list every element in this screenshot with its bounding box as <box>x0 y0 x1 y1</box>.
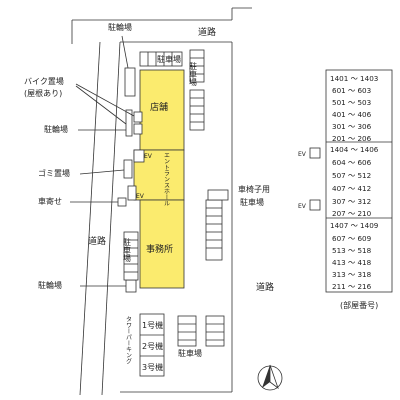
room-section-3-header: 1407 ～ 1409 <box>330 221 379 230</box>
drop-off-label: 車寄せ <box>38 196 62 206</box>
room-section-2-row-2: 507 ～ 512 <box>332 171 371 180</box>
room-section-1-row-2: 501 ～ 503 <box>332 98 371 107</box>
bike-storage-label: バイク置場 <box>24 76 64 86</box>
room-section-1-row-5: 201 ～ 206 <box>332 134 372 143</box>
ev-box-1 <box>133 149 145 163</box>
room-section-3-row-4: 313 ～ 318 <box>332 270 372 279</box>
bicycle-rack-mid <box>125 109 133 137</box>
wheelchair-label: 車椅子用 <box>238 184 270 194</box>
road-label-left: 道路 <box>88 235 106 247</box>
bicycle-top-label: 駐輪場 <box>108 22 132 32</box>
office-label: 事務所 <box>146 243 173 255</box>
store-label: 店舗 <box>150 101 168 113</box>
wheelchair-parking-box <box>207 189 229 201</box>
panel-ev-label-1: EV <box>298 151 307 158</box>
room-section-3-row-2: 513 ～ 518 <box>332 246 372 255</box>
bike-box-2 <box>133 123 143 135</box>
road-label-bottom: 道路 <box>256 281 274 293</box>
ev-label-1: EV <box>144 153 153 160</box>
parking-right-top-label: 駐車場 <box>189 61 198 87</box>
bicycle-rack-top <box>124 67 136 97</box>
north-arrow-icon <box>257 364 283 391</box>
wheelchair-parking-label: 駐車場 <box>240 197 264 207</box>
room-panel <box>309 69 393 293</box>
parking-right-mid <box>205 199 223 261</box>
room-number-caption: (部屋番号) <box>340 300 378 310</box>
drop-off-box <box>117 197 127 207</box>
room-section-1-header: 1401 ～ 1403 <box>330 74 378 83</box>
garbage-label: ゴミ置場 <box>38 168 70 178</box>
machine-3-label: 3号機 <box>142 362 163 372</box>
parking-bottom <box>177 315 225 347</box>
bicycle-rack-bottom <box>125 279 137 293</box>
tower-parking <box>139 313 165 377</box>
machine-2-label: 2号機 <box>142 341 163 351</box>
room-section-2-row-3: 407 ～ 412 <box>332 184 371 193</box>
bicycle-mid-label: 駐輪場 <box>44 124 68 134</box>
room-section-2-row-5: 207 ～ 210 <box>332 209 372 218</box>
tower-parking-label: タワーパーキング <box>125 316 132 365</box>
room-section-2-header: 1404 ～ 1406 <box>330 145 379 154</box>
ev-box-2 <box>127 185 137 201</box>
room-section-1-row-1: 601 ～ 603 <box>332 86 371 95</box>
panel-ev-label-2: EV <box>298 203 307 210</box>
bike-box-1 <box>133 111 143 123</box>
room-section-3-row-3: 413 ～ 418 <box>332 258 372 267</box>
room-section-2-row-1: 604 ～ 606 <box>332 158 372 167</box>
bike-storage-sub-label: (屋根あり) <box>24 88 62 98</box>
room-section-1-row-3: 401 ～ 406 <box>332 110 372 119</box>
ev-label-2: EV <box>136 193 145 200</box>
parking-top-label: 駐車場 <box>157 54 181 64</box>
road-lines <box>71 7 252 396</box>
garbage-box <box>123 159 133 179</box>
road-label-top: 道路 <box>198 26 216 38</box>
room-section-3-row-5: 211 ～ 216 <box>332 282 372 291</box>
parking-top <box>139 49 205 83</box>
machine-1-label: 1号機 <box>142 320 163 330</box>
room-section-2-row-4: 307 ～ 312 <box>332 197 371 206</box>
room-section-1-row-4: 301 ～ 306 <box>332 122 372 131</box>
parking-bottom-label: 駐車場 <box>178 348 202 358</box>
entrance-label: エントランスホール <box>163 152 170 206</box>
room-section-3-row-1: 607 ～ 609 <box>332 234 372 243</box>
parking-left-label: 駐車場 <box>123 237 132 263</box>
parking-left <box>123 231 139 281</box>
parking-right-stack <box>189 89 205 131</box>
bicycle-bottom-label: 駐輪場 <box>38 280 62 290</box>
